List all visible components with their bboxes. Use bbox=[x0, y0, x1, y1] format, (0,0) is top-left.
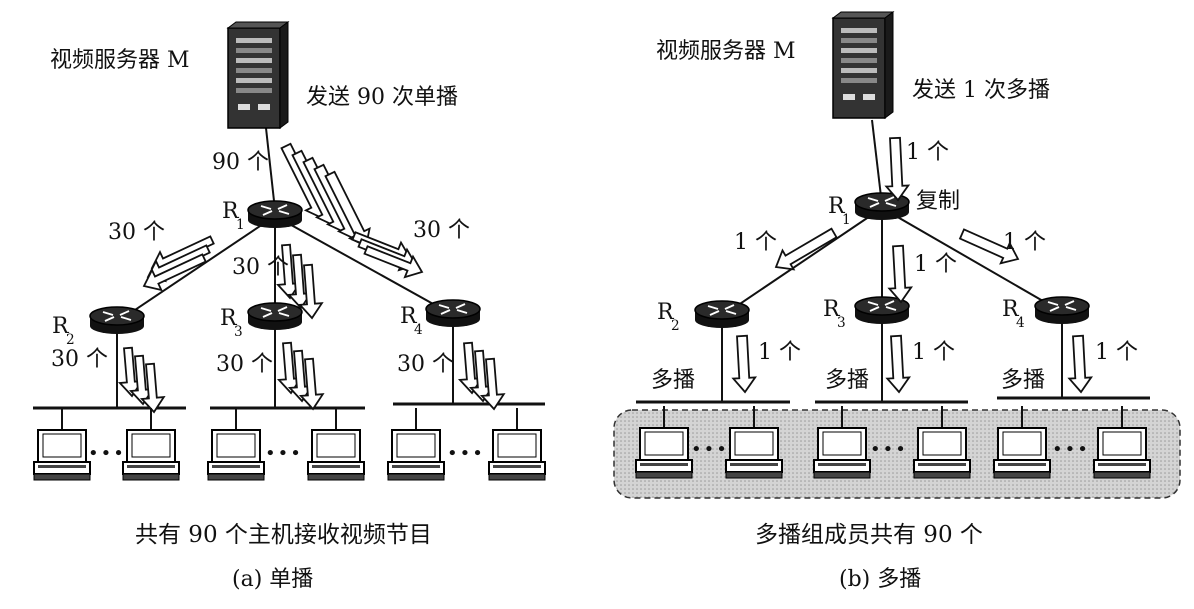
computer-icon-a2 bbox=[122, 408, 180, 481]
multicast-arrow-r4 bbox=[958, 228, 1020, 265]
multicast-arrow-lan-r3 bbox=[885, 334, 912, 394]
router-icon-r1-a bbox=[247, 200, 303, 228]
router-icon-r4-a bbox=[425, 299, 481, 327]
unicast-arrow-lan-r2-3 bbox=[139, 362, 166, 414]
router-icon-r2-a bbox=[89, 306, 145, 334]
unicast-arrow-lan-r4-3 bbox=[479, 357, 506, 411]
link-r1-r4-b bbox=[881, 207, 1063, 313]
multicast-label-b3: 多播 bbox=[1001, 368, 1046, 393]
link-r1-r2-a bbox=[116, 215, 276, 323]
link-server-r1-b bbox=[871, 119, 883, 206]
computer-icon-a1 bbox=[33, 408, 91, 481]
unicast-arrow-r3-3 bbox=[298, 263, 324, 320]
link-server-r1-a bbox=[265, 127, 276, 211]
title-a: (a) 单播 bbox=[232, 567, 314, 592]
computer-icon-b3 bbox=[813, 406, 871, 479]
link-r1-r2-b bbox=[721, 207, 883, 317]
router-icon-r3-b bbox=[854, 296, 910, 324]
multicast-label-b1: 多播 bbox=[651, 368, 696, 393]
count-r3-lan-a: 30 个 bbox=[216, 352, 273, 377]
count-r3-lan-b: 1 个 bbox=[912, 340, 955, 365]
caption-a: 共有 90 个主机接收视频节目 bbox=[135, 522, 432, 548]
ellipsis-dots-a2: ••• bbox=[265, 443, 303, 464]
count-r2-lan-b: 1 个 bbox=[758, 340, 801, 365]
unicast-arrow-r4-3 bbox=[363, 245, 424, 279]
multicast-arrow-lan-r4 bbox=[1067, 334, 1094, 394]
computer-icon-a5 bbox=[387, 408, 445, 481]
computer-icon-b6 bbox=[1093, 406, 1151, 479]
router-icon-r4-b bbox=[1034, 296, 1090, 324]
title-b: (b) 多播 bbox=[839, 567, 922, 592]
multicast-arrow-r2 bbox=[774, 227, 838, 271]
count-r3-link-a: 30 个 bbox=[232, 255, 289, 280]
computer-icon-b5 bbox=[993, 406, 1051, 479]
count-r4-lan-b: 1 个 bbox=[1095, 340, 1138, 365]
multicast-arrow-r3 bbox=[887, 244, 914, 304]
count-r4-link-b: 1 个 bbox=[1003, 230, 1046, 255]
link-r1-r4-a bbox=[274, 215, 454, 316]
router-icon-r3-a bbox=[247, 302, 303, 330]
send-label-b: 发送 1 次多播 bbox=[912, 78, 1050, 103]
copy-label-b: 复制 bbox=[916, 189, 961, 214]
multicast-arrow-lan-r2 bbox=[731, 334, 758, 394]
computer-icon-b4 bbox=[913, 406, 971, 479]
multicast-label-b2: 多播 bbox=[825, 368, 870, 393]
computer-icon-a6 bbox=[488, 408, 546, 481]
count-r3-link-b: 1 个 bbox=[914, 252, 957, 277]
router-icon-r2-b bbox=[694, 300, 750, 328]
multicast-arrow-server bbox=[884, 136, 911, 202]
server-label-b: 视频服务器 M bbox=[656, 39, 796, 64]
send-label-a: 发送 90 次单播 bbox=[306, 85, 458, 110]
ellipsis-dots-b2: ••• bbox=[870, 439, 908, 460]
computer-icon-b1 bbox=[635, 406, 693, 479]
ellipsis-dots-b3: ••• bbox=[1052, 439, 1090, 460]
count-r2-link-a: 30 个 bbox=[108, 220, 165, 245]
count-r2-lan-a: 30 个 bbox=[51, 347, 108, 372]
computer-icon-b2 bbox=[725, 406, 783, 479]
count-r4-lan-a: 30 个 bbox=[397, 352, 454, 377]
computer-icon-a3 bbox=[207, 408, 265, 481]
unicast-arrow-r2-3 bbox=[142, 253, 207, 292]
ellipsis-dots-a3: ••• bbox=[447, 443, 485, 464]
unicast-arrow-lan-r3-3 bbox=[298, 357, 325, 411]
server-icon-a bbox=[226, 21, 290, 129]
ellipsis-dots-b1: ••• bbox=[691, 439, 729, 460]
router-icon-r1-b bbox=[854, 192, 910, 220]
count-r2-link-b: 1 个 bbox=[734, 230, 777, 255]
count-server-link-b: 1 个 bbox=[906, 140, 949, 165]
server-label-a: 视频服务器 M bbox=[50, 48, 190, 73]
ellipsis-dots-a1: ••• bbox=[88, 443, 126, 464]
count-server-link-a: 90 个 bbox=[212, 150, 269, 175]
count-r4-link-a: 30 个 bbox=[413, 218, 470, 243]
caption-b: 多播组成员共有 90 个 bbox=[755, 522, 983, 548]
computer-icon-a4 bbox=[307, 408, 365, 481]
server-icon-b bbox=[831, 11, 895, 119]
